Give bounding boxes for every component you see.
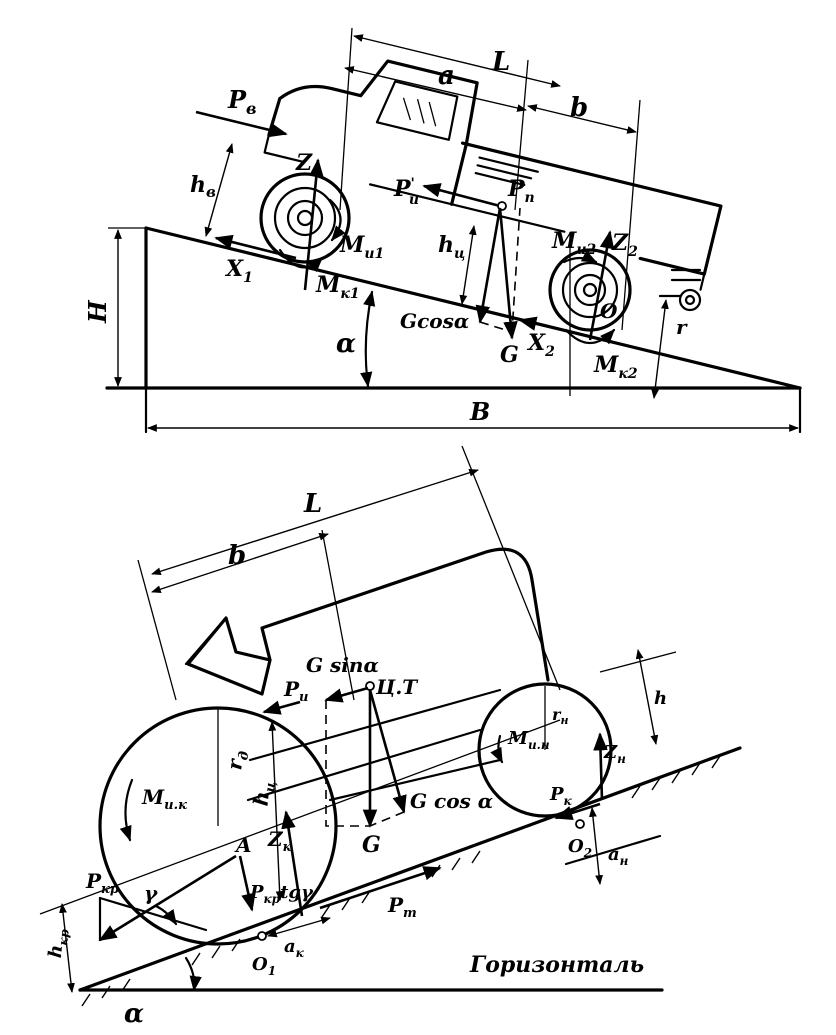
moment-Min bbox=[490, 734, 504, 764]
label-G-bottom: G bbox=[362, 832, 381, 858]
label-alpha-bottom: α bbox=[124, 999, 144, 1029]
label-CT: Ц.Т bbox=[375, 675, 419, 699]
label-hb: hв bbox=[190, 172, 216, 201]
cab-frame bbox=[260, 547, 550, 682]
front-small-wheel bbox=[477, 682, 613, 818]
label-b-bottom: b bbox=[228, 541, 246, 571]
label-O2: O2 bbox=[568, 836, 592, 860]
label-H: H bbox=[83, 299, 112, 324]
label-h: h bbox=[654, 688, 667, 709]
label-hc-bottom: hц bbox=[248, 780, 278, 808]
dim-hc-bottom bbox=[268, 721, 284, 901]
force-Z2 bbox=[588, 230, 615, 341]
bottom-figure: Горизонталь α L b G sinα Ц.Т G c bbox=[39, 445, 742, 1029]
label-Mk2: Mк2 bbox=[593, 352, 638, 382]
dim-hc-top bbox=[459, 225, 477, 305]
dim-b-bottom bbox=[151, 533, 329, 593]
moment-Mi2 bbox=[562, 250, 598, 264]
label-r: r bbox=[676, 315, 688, 339]
dim-h bbox=[635, 649, 659, 745]
force-Z1 bbox=[303, 158, 324, 291]
force-Zn bbox=[593, 732, 608, 801]
dim-a bbox=[344, 66, 527, 112]
slope-line bbox=[78, 746, 742, 992]
front-wheel bbox=[259, 172, 351, 264]
label-alpha-top: α bbox=[336, 329, 356, 359]
label-O1: O1 bbox=[252, 954, 276, 978]
label-Pk: Pк bbox=[549, 784, 573, 808]
force-Pi bbox=[422, 183, 501, 208]
label-Pkr: Pкр bbox=[85, 869, 119, 897]
label-X1: X1 bbox=[224, 256, 253, 286]
force-Pi-bottom bbox=[262, 700, 301, 715]
dim-ak bbox=[267, 916, 331, 938]
dim-hkr bbox=[59, 903, 75, 993]
dim-L-bottom bbox=[151, 468, 479, 576]
label-Pv: Pв bbox=[227, 85, 257, 118]
force-G-top bbox=[498, 207, 518, 340]
force-X1 bbox=[214, 234, 297, 260]
label-X2: X2 bbox=[526, 330, 555, 360]
force-Zk bbox=[281, 810, 304, 917]
label-Pt: Pт bbox=[387, 893, 417, 921]
rear-wheel bbox=[548, 248, 632, 332]
moment-Mi1 bbox=[328, 198, 346, 242]
label-an: aн bbox=[608, 844, 629, 868]
label-Z1: Z1 bbox=[295, 150, 322, 180]
angle-alpha-bottom bbox=[184, 956, 202, 992]
label-b-top: b bbox=[570, 93, 588, 123]
label-horizontal: Горизонталь bbox=[469, 952, 644, 978]
label-L-bottom: L bbox=[303, 489, 322, 519]
label-rn: rн bbox=[552, 705, 568, 727]
tow-hitch bbox=[658, 268, 702, 312]
angle-alpha-arc bbox=[360, 290, 376, 388]
label-Zn: Zн bbox=[603, 742, 626, 766]
label-Pi-bottom: Pи bbox=[283, 677, 309, 705]
force-Pk bbox=[554, 802, 601, 820]
dim-b-top bbox=[527, 104, 637, 134]
label-Z2: Z2 bbox=[611, 230, 638, 260]
label-ak: aк bbox=[284, 936, 305, 960]
force-Gcos-bottom bbox=[368, 689, 407, 814]
label-L-top: L bbox=[491, 47, 510, 77]
dim-r bbox=[651, 299, 669, 399]
label-B: B bbox=[469, 397, 490, 426]
force-Pv bbox=[195, 110, 288, 138]
force-Pt bbox=[319, 866, 442, 910]
moment-Mik bbox=[119, 778, 134, 842]
ramp bbox=[105, 226, 802, 434]
label-Mi1: Mи1 bbox=[339, 232, 384, 262]
label-a: a bbox=[438, 61, 455, 91]
label-Pi: P'и bbox=[393, 176, 419, 208]
label-hc-top: hц bbox=[438, 232, 465, 262]
force-Pkr bbox=[98, 854, 237, 942]
force-Gcos-top bbox=[475, 207, 502, 324]
seat bbox=[186, 616, 272, 696]
label-Mk1: Mк1 bbox=[315, 272, 360, 302]
label-Mik: Mи.к bbox=[141, 785, 187, 813]
label-Mi2: Mи2 bbox=[551, 228, 597, 258]
force-Pkrtg bbox=[238, 855, 256, 912]
label-Gsin: G sinα bbox=[306, 653, 379, 677]
label-A: A bbox=[234, 833, 252, 857]
label-Zk: Zк bbox=[267, 827, 292, 855]
label-Pp: Pп bbox=[507, 176, 535, 206]
top-figure: B H α bbox=[83, 27, 802, 434]
label-hkr: hкр bbox=[45, 927, 72, 960]
label-Gcos-bottom: G cos α bbox=[410, 789, 493, 813]
dim-hb bbox=[204, 143, 234, 237]
label-Pkrtg: Pкрtgγ bbox=[249, 882, 314, 906]
force-Gsin bbox=[324, 686, 369, 703]
label-rd: rд bbox=[222, 749, 252, 771]
label-O: O bbox=[600, 299, 618, 323]
label-Gcos: Gcosα bbox=[400, 309, 469, 333]
label-G-top: G bbox=[500, 342, 519, 368]
dim-an bbox=[589, 807, 603, 885]
label-gamma: γ bbox=[144, 881, 158, 905]
